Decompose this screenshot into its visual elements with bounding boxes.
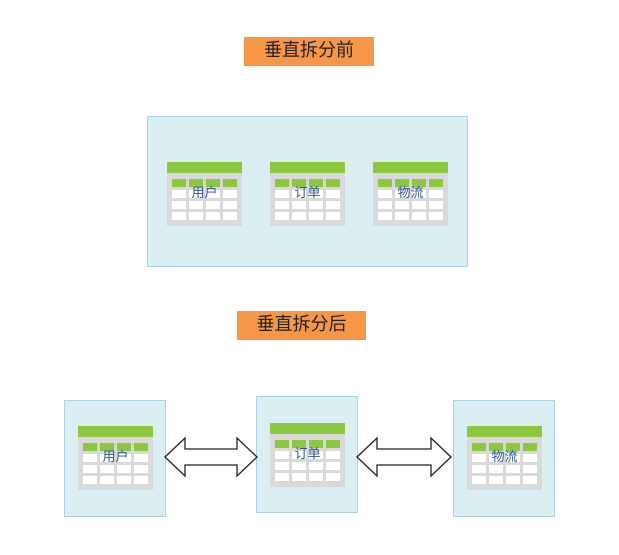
table-orders-before: 订单 <box>270 162 345 226</box>
table-icon <box>270 162 345 226</box>
table-icon <box>167 162 242 226</box>
table-icon <box>78 426 153 490</box>
double-arrow-icon <box>356 436 452 478</box>
table-icon <box>373 162 448 226</box>
table-name: 用户 <box>102 450 129 465</box>
table-logistics-after: 物流 <box>467 426 542 490</box>
table-name: 订单 <box>294 186 321 201</box>
title-after: 垂直拆分后 <box>237 311 366 340</box>
table-users-before: 用户 <box>167 162 242 226</box>
double-arrow-icon <box>164 436 258 478</box>
title-before: 垂直拆分前 <box>244 37 374 66</box>
table-name: 物流 <box>397 186 424 201</box>
table-orders-after: 订单 <box>270 423 345 487</box>
table-logistics-before: 物流 <box>373 162 448 226</box>
table-icon <box>270 423 345 487</box>
table-name: 物流 <box>491 450 518 465</box>
table-icon <box>467 426 542 490</box>
table-users-after: 用户 <box>78 426 153 490</box>
table-name: 订单 <box>294 447 321 462</box>
table-name: 用户 <box>191 186 218 201</box>
